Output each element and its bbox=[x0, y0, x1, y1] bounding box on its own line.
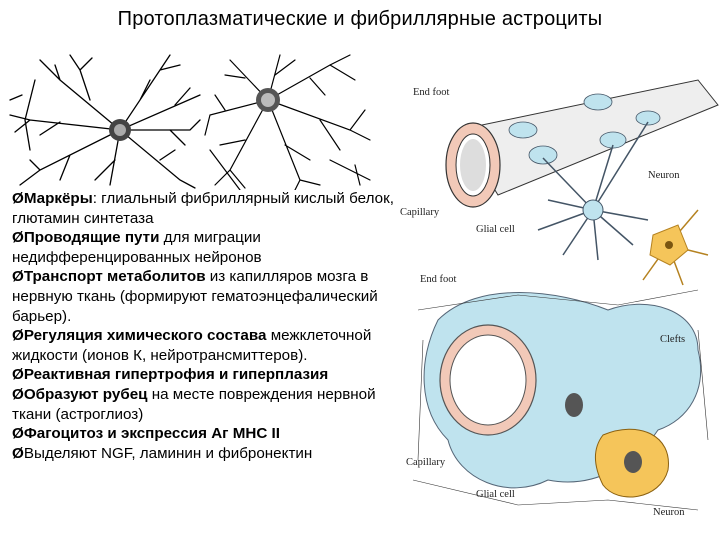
list-item: ØПроводящие пути для миграции недифферен… bbox=[12, 229, 262, 266]
end-feet-top bbox=[508, 93, 661, 165]
label-capillary-bottom: Capillary bbox=[406, 457, 446, 468]
list-item: ØОбразуют рубец на месте повреждения нер… bbox=[12, 385, 376, 423]
label-clefts: Clefts bbox=[660, 334, 685, 345]
label-glial-cell-bottom: Glial cell bbox=[476, 489, 515, 500]
label-neuron-top: Neuron bbox=[648, 170, 680, 181]
astrocyte-capillary-diagram: End foot Neuron Capillary Glial cell End… bbox=[400, 79, 719, 518]
capillary-tube-top bbox=[445, 79, 719, 208]
astrocyte-drawings bbox=[9, 54, 371, 190]
slide-title: Протоплазматические и фибриллярные астро… bbox=[117, 8, 603, 30]
cross-section bbox=[412, 289, 709, 511]
list-item: ØТранспорт метаболитов из капилляров моз… bbox=[12, 268, 378, 325]
list-item: ØВыделяют NGF, ламинин и фибронектин bbox=[12, 444, 313, 462]
list-item: ØРегуляция химического состава межклеточ… bbox=[12, 327, 372, 364]
protoplasmic-astrocyte bbox=[9, 54, 201, 189]
astrocyte-functions-list: ØМаркёры: глиальный фибриллярный кислый … bbox=[12, 189, 398, 463]
glial-soma-top bbox=[582, 199, 604, 221]
glial-cell-top bbox=[537, 121, 649, 261]
list-item: ØРеактивная гипертрофия и гиперплазия bbox=[12, 366, 329, 384]
label-capillary-top: Capillary bbox=[400, 207, 440, 218]
label-neuron-bottom: Neuron bbox=[653, 507, 685, 518]
list-item: ØФагоцитоз и экспрессия Аг MHC II bbox=[12, 425, 280, 443]
fibrous-astrocyte bbox=[204, 54, 371, 190]
glial-nucleus-bottom bbox=[565, 393, 583, 417]
clefts-lines bbox=[412, 289, 709, 511]
label-glial-cell-top: Glial cell bbox=[476, 224, 515, 235]
label-end-foot-bottom: End foot bbox=[420, 274, 457, 285]
label-end-foot-top: End foot bbox=[413, 87, 450, 98]
list-item: ØМаркёры: глиальный фибриллярный кислый … bbox=[12, 190, 394, 227]
